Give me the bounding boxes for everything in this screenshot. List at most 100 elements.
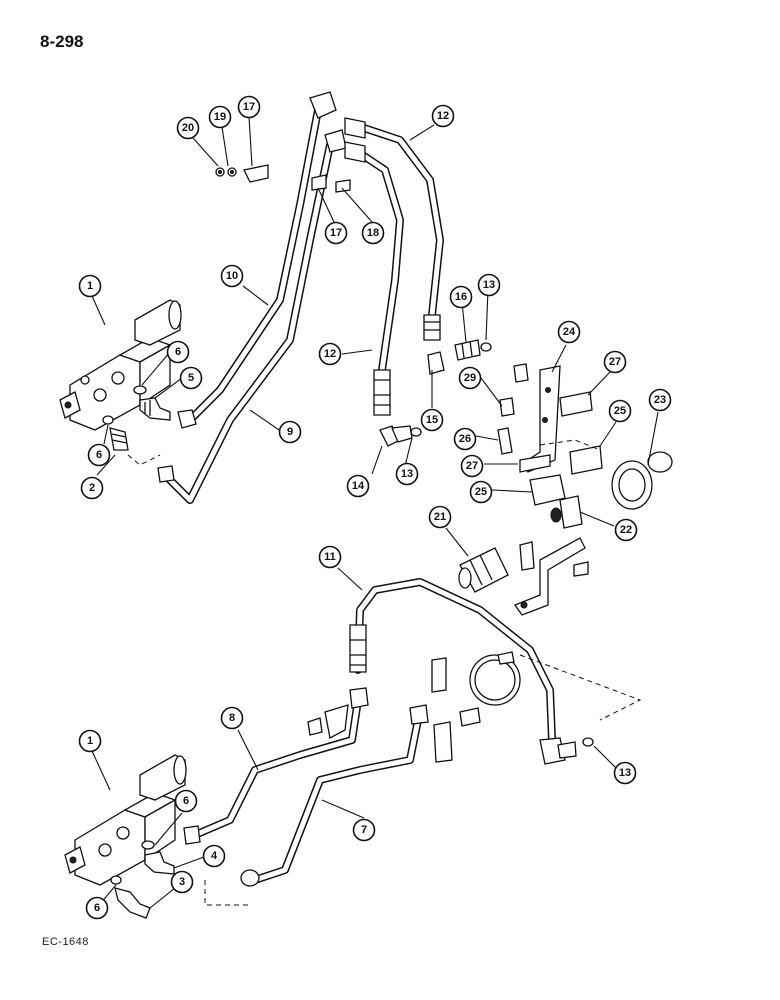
tube-9 <box>157 129 347 504</box>
callout-6: 6 <box>166 340 190 364</box>
callout-27: 27 <box>460 454 484 478</box>
bolts-lower-middle <box>431 657 481 763</box>
hose-12-long <box>344 117 444 341</box>
svg-text:24: 24 <box>563 326 576 338</box>
callout-13: 13 <box>395 462 419 486</box>
callout-11: 11 <box>318 545 342 569</box>
svg-text:16: 16 <box>455 291 467 303</box>
svg-text:18: 18 <box>367 227 379 239</box>
svg-text:5: 5 <box>188 372 194 384</box>
callout-25: 25 <box>608 399 632 423</box>
svg-text:17: 17 <box>330 227 342 239</box>
callout-14: 14 <box>346 474 370 498</box>
svg-text:21: 21 <box>434 511 446 523</box>
svg-text:12: 12 <box>437 110 449 122</box>
svg-text:12: 12 <box>324 348 336 360</box>
page-number: 8-298 <box>40 32 84 51</box>
bracket-lower-right <box>513 537 589 616</box>
callout-17: 17 <box>324 221 348 245</box>
callout-25: 25 <box>469 480 493 504</box>
svg-text:17: 17 <box>243 101 255 113</box>
svg-text:4: 4 <box>211 850 218 862</box>
callout-17: 17 <box>237 95 261 119</box>
svg-text:19: 19 <box>214 111 226 123</box>
callout-4: 4 <box>202 844 226 868</box>
svg-text:10: 10 <box>226 270 238 282</box>
svg-text:3: 3 <box>179 876 185 888</box>
svg-text:23: 23 <box>654 394 666 406</box>
callout-3: 3 <box>170 870 194 894</box>
callout-24: 24 <box>557 320 581 344</box>
callout-13: 13 <box>477 273 501 297</box>
callout-13: 13 <box>613 761 637 785</box>
svg-text:6: 6 <box>96 449 102 461</box>
nuts-washers-top <box>215 164 351 193</box>
callout-29: 29 <box>458 366 482 390</box>
svg-text:15: 15 <box>426 414 438 426</box>
svg-text:27: 27 <box>609 356 621 368</box>
callout-5: 5 <box>179 366 203 390</box>
svg-text:6: 6 <box>175 346 181 358</box>
figure-code: EC-1648 <box>42 936 89 948</box>
svg-text:8: 8 <box>229 712 235 724</box>
callout-6: 6 <box>174 789 198 813</box>
callout-7: 7 <box>352 818 376 842</box>
fittings-middle <box>379 339 529 455</box>
dust-cap-23 <box>611 451 673 510</box>
callout-20: 20 <box>176 116 200 140</box>
hose-clamp <box>469 651 521 706</box>
svg-text:22: 22 <box>620 524 632 536</box>
callouts: 20 19 17 12 17 18 10 1 6 5 6 2 9 16 13 1… <box>78 95 672 920</box>
callout-26: 26 <box>453 427 477 451</box>
fittings-lower-left <box>110 840 175 919</box>
tube-7 <box>204 704 429 906</box>
leader-lines <box>91 116 659 909</box>
coupler-21 <box>458 547 509 593</box>
svg-text:7: 7 <box>361 824 367 836</box>
callout-16: 16 <box>449 285 473 309</box>
control-valve-lower <box>64 754 187 886</box>
callout-12: 12 <box>318 342 342 366</box>
callout-23: 23 <box>648 388 672 412</box>
svg-text:20: 20 <box>182 122 194 134</box>
callout-10: 10 <box>220 264 244 288</box>
hose-12-short <box>344 141 404 416</box>
hose-11 <box>349 578 594 765</box>
svg-text:6: 6 <box>183 795 189 807</box>
callout-22: 22 <box>614 518 638 542</box>
callout-18: 18 <box>361 221 385 245</box>
coupler-22 <box>550 495 583 529</box>
callout-6: 6 <box>85 896 109 920</box>
callout-21: 21 <box>428 505 452 529</box>
svg-text:1: 1 <box>87 735 93 747</box>
callout-6: 6 <box>87 443 111 467</box>
svg-text:6: 6 <box>94 902 100 914</box>
callout-27: 27 <box>603 350 627 374</box>
svg-text:9: 9 <box>287 426 293 438</box>
svg-text:13: 13 <box>401 468 413 480</box>
bracket-24 <box>519 365 603 506</box>
svg-text:26: 26 <box>459 433 471 445</box>
svg-text:1: 1 <box>87 280 93 292</box>
svg-text:13: 13 <box>619 767 631 779</box>
callout-8: 8 <box>220 706 244 730</box>
dash-line-clamp <box>519 654 642 721</box>
svg-text:14: 14 <box>352 480 365 492</box>
callout-19: 19 <box>208 105 232 129</box>
svg-text:27: 27 <box>466 460 478 472</box>
tube-10 <box>177 91 337 429</box>
callout-2: 2 <box>80 476 104 500</box>
callout-12: 12 <box>431 104 455 128</box>
callout-1: 1 <box>78 274 102 298</box>
svg-text:11: 11 <box>324 551 336 563</box>
callout-9: 9 <box>278 420 302 444</box>
svg-text:13: 13 <box>483 279 495 291</box>
fittings-upper-left <box>102 385 171 466</box>
tube-8 <box>183 687 369 845</box>
callout-15: 15 <box>420 408 444 432</box>
svg-text:2: 2 <box>89 482 95 494</box>
svg-text:25: 25 <box>614 405 626 417</box>
callout-1: 1 <box>78 729 102 753</box>
svg-text:29: 29 <box>464 372 476 384</box>
